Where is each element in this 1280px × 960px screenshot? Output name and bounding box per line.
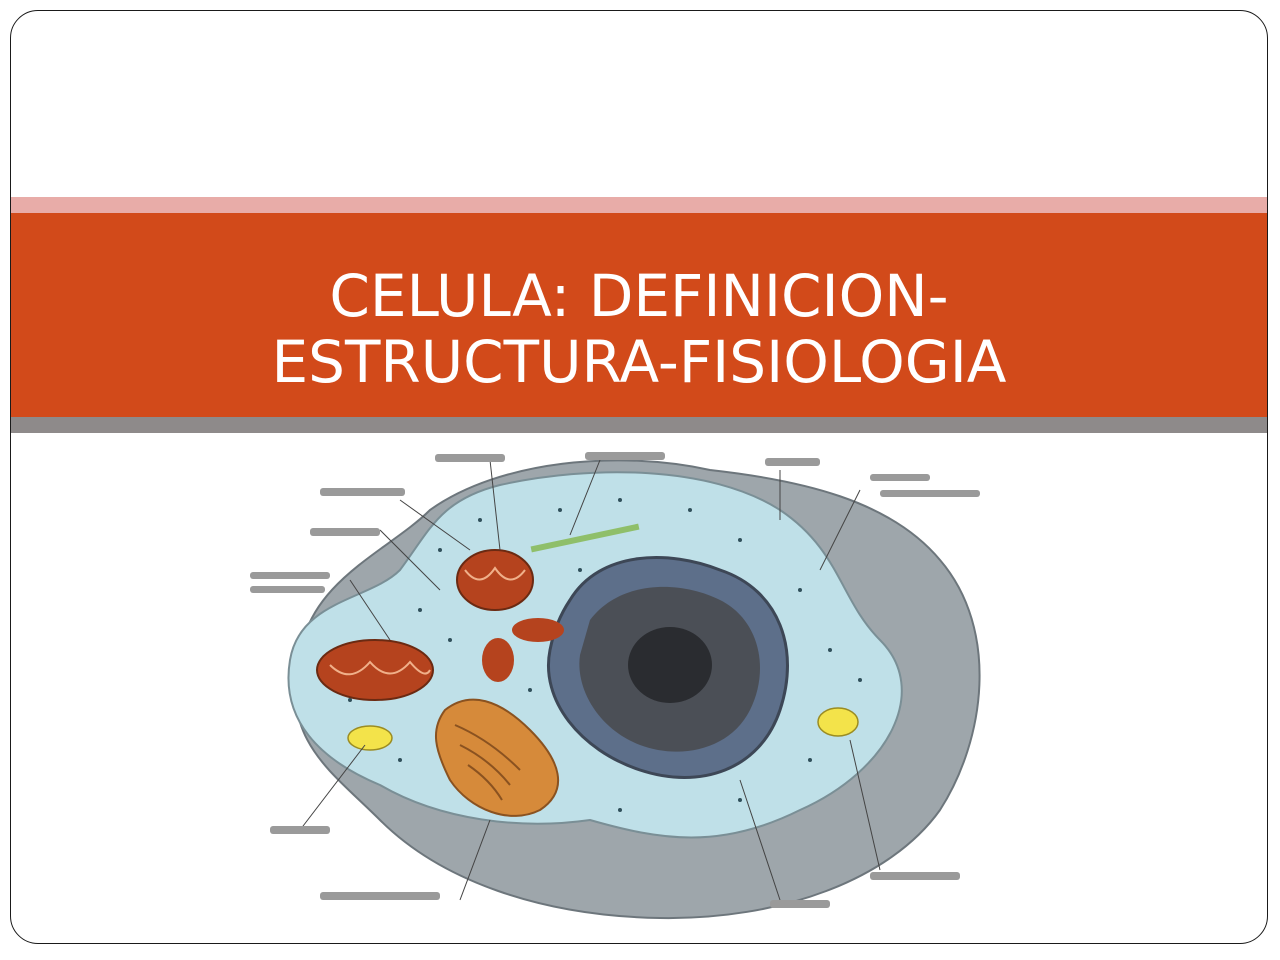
ribosomes — [348, 498, 862, 812]
mitochondrion-3 — [512, 618, 564, 642]
vacuole-2 — [817, 707, 859, 737]
title-band: CELULA: DEFINICION- ESTRUCTURA-FISIOLOGI… — [11, 213, 1267, 417]
slide-title: CELULA: DEFINICION- ESTRUCTURA-FISIOLOGI… — [11, 235, 1267, 395]
vacuole-1 — [347, 725, 393, 751]
slide-title-line-2: ESTRUCTURA-FISIOLOGIA — [271, 328, 1007, 396]
accent-band-bottom — [11, 417, 1267, 433]
mitochondrion-4 — [482, 638, 514, 682]
label-leader-lines — [299, 459, 881, 901]
nucleolus — [628, 627, 712, 703]
centriole — [530, 523, 640, 553]
golgi-apparatus — [434, 698, 559, 817]
mitochondrion-1 — [456, 549, 534, 611]
animal-cell-diagram-icon — [240, 440, 1000, 930]
mitochondrion-2 — [316, 639, 434, 701]
blurred-labels — [250, 452, 980, 908]
slide-title-line-1: CELULA: DEFINICION- — [329, 262, 949, 330]
accent-band-top — [11, 197, 1267, 213]
